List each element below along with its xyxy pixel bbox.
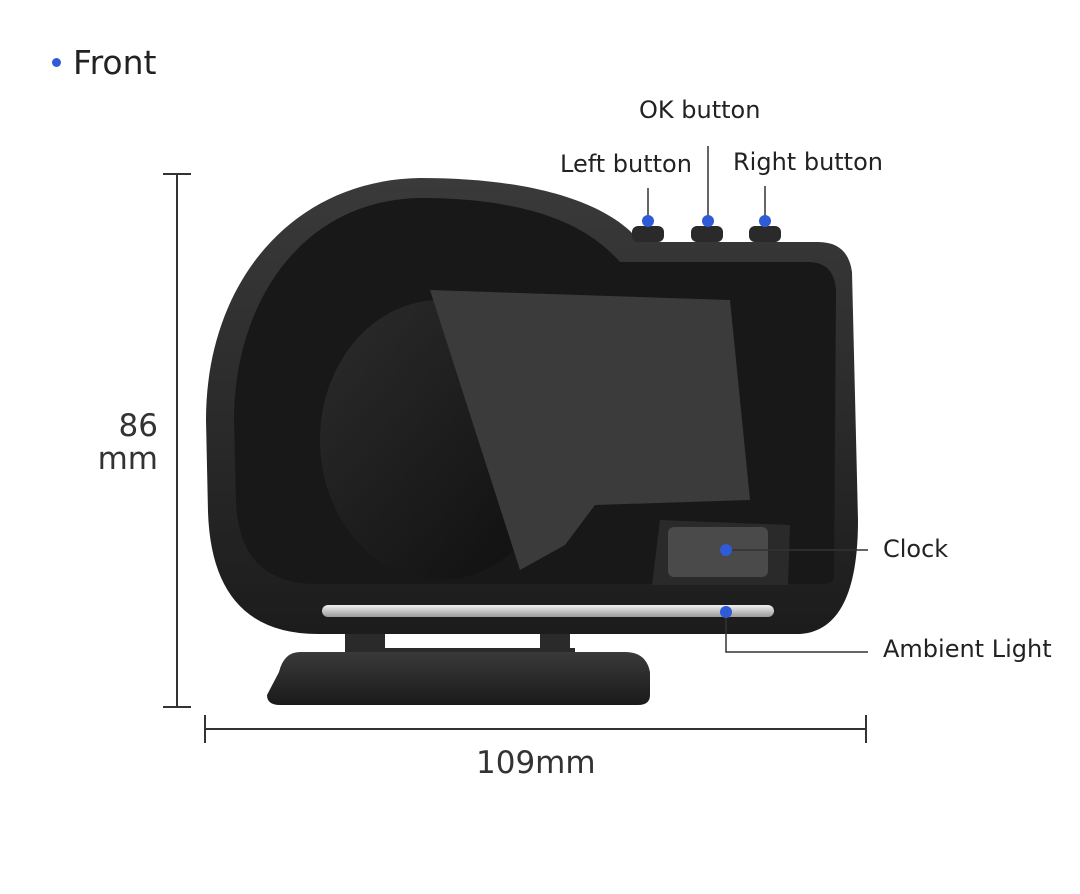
left-button-marker-icon — [642, 215, 654, 227]
callout-ambient-light: Ambient Light — [883, 635, 1052, 663]
display-screen — [320, 290, 750, 580]
width-dimension-label: 109mm — [476, 745, 596, 781]
height-value: 86 — [118, 408, 158, 444]
marker-dots — [642, 215, 771, 618]
left-button-knob — [632, 226, 664, 242]
right-button-knob — [749, 226, 781, 242]
right-button-marker-icon — [759, 215, 771, 227]
ok-button-marker-icon — [702, 215, 714, 227]
callout-leader-lines — [647, 146, 868, 653]
width-dimension-line — [204, 715, 867, 743]
callout-left-button: Left button — [560, 150, 692, 178]
callout-ok-button: OK button — [639, 96, 761, 124]
section-heading: Front — [52, 40, 156, 84]
callout-right-button: Right button — [733, 148, 883, 176]
height-dimension-label: 86 mm — [96, 410, 158, 476]
bullet-icon — [52, 57, 61, 67]
callout-clock: Clock — [883, 535, 949, 563]
top-buttons — [632, 226, 781, 242]
height-dimension-line — [163, 173, 191, 708]
clock-marker-icon — [720, 544, 732, 556]
height-unit: mm — [97, 441, 158, 477]
ok-button-knob — [691, 226, 723, 242]
ambient-light-bar — [322, 605, 774, 617]
heading-text: Front — [73, 42, 157, 82]
ambient-light-marker-icon — [720, 606, 732, 618]
